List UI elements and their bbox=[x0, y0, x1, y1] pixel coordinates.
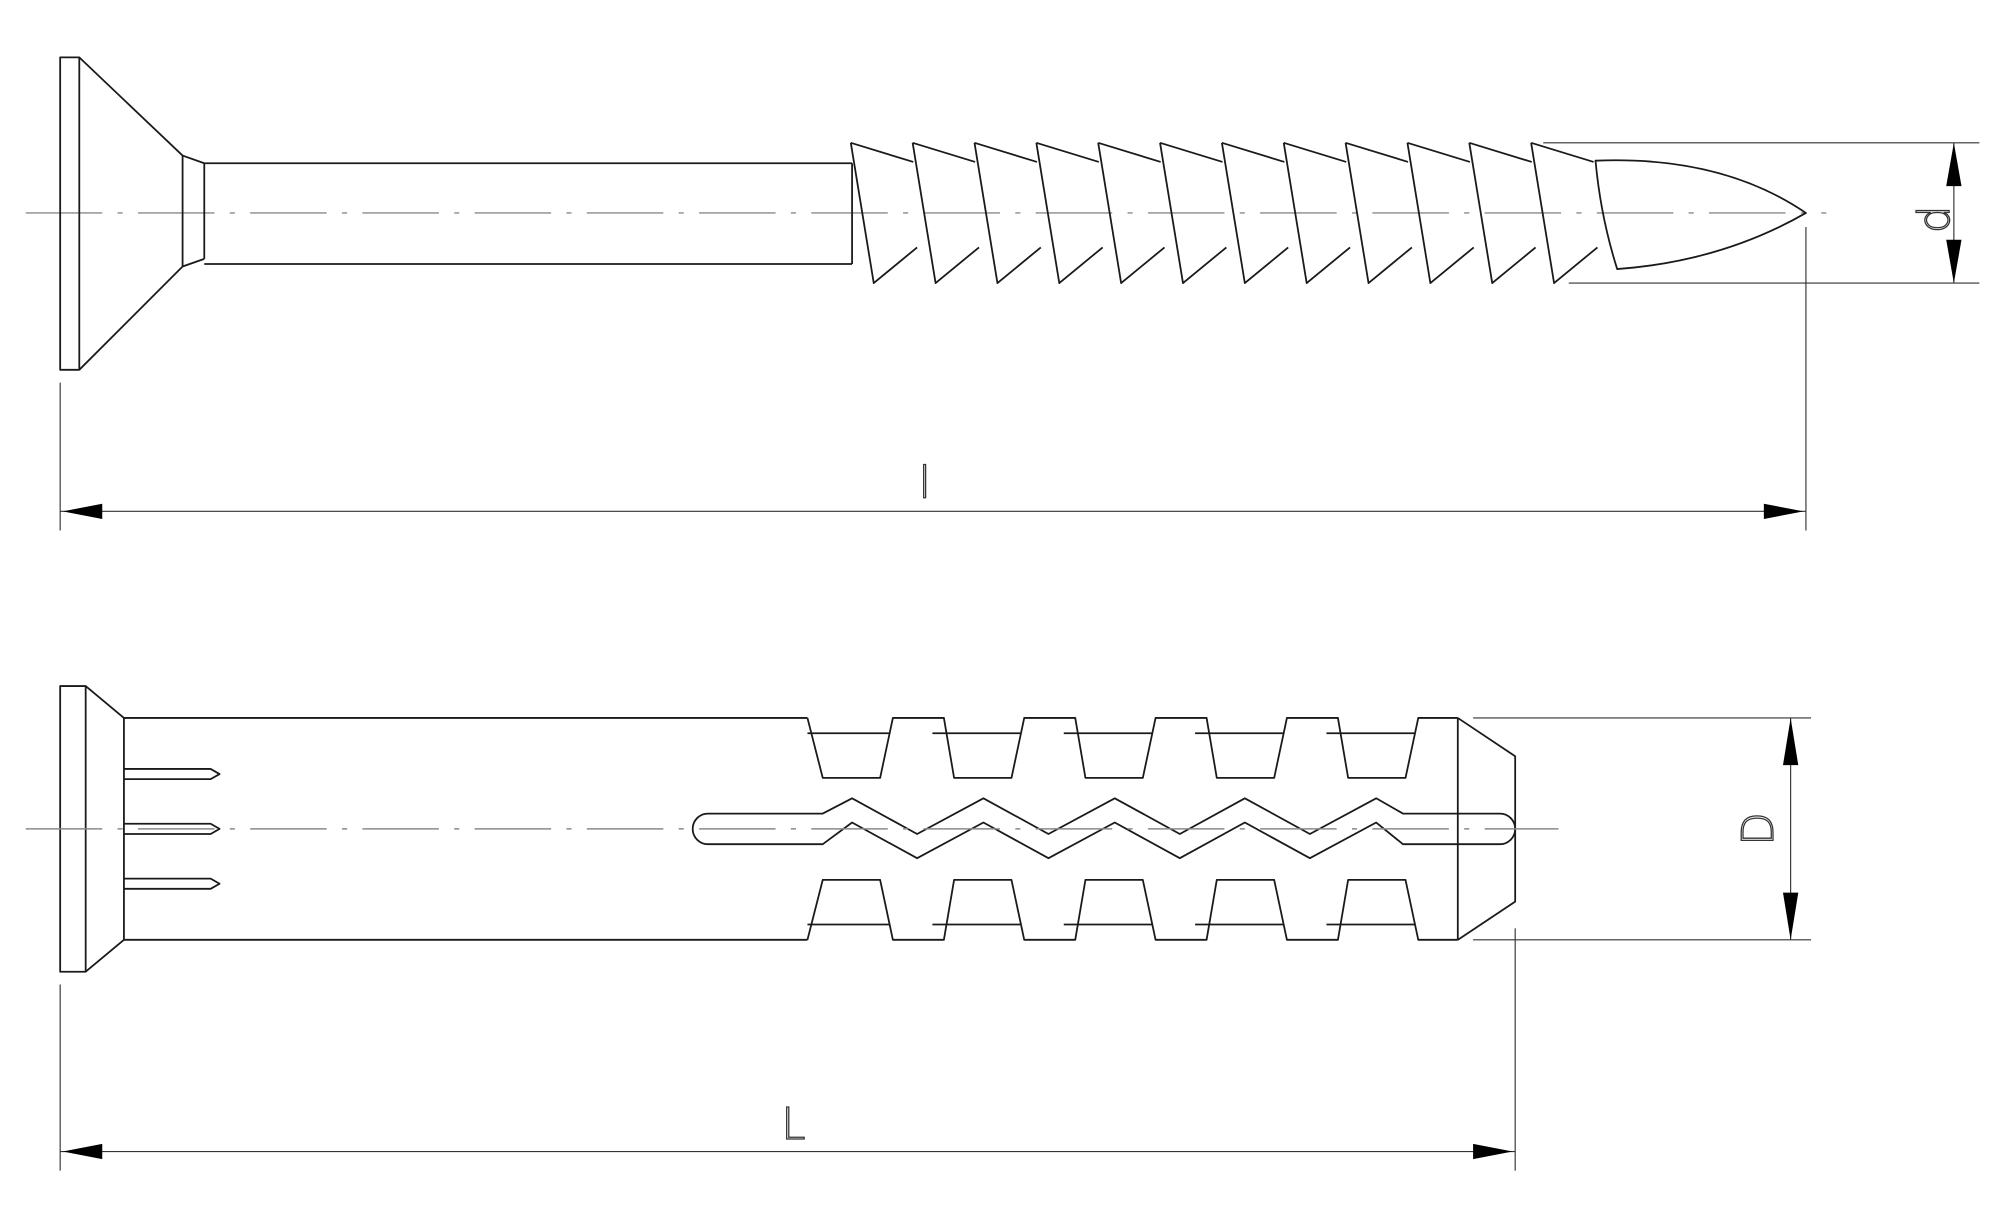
thread-tooth bbox=[911, 141, 980, 284]
thread-tooth bbox=[1468, 141, 1537, 284]
length-label-L: L bbox=[781, 1100, 805, 1150]
thread-tooth bbox=[1282, 141, 1351, 284]
arrowhead-right bbox=[1473, 1143, 1513, 1160]
screw-head-plate bbox=[59, 56, 81, 371]
dowel-body bbox=[123, 717, 808, 941]
expansion-slot-wave bbox=[691, 797, 1516, 860]
thread-tooth bbox=[1159, 141, 1227, 284]
diameter-label-D: D bbox=[1734, 812, 1784, 845]
length-label-l: l bbox=[919, 458, 931, 508]
thread-tooth bbox=[1097, 141, 1166, 284]
pin bbox=[123, 822, 221, 835]
arrowhead-down bbox=[1782, 892, 1799, 940]
screw-view: d l bbox=[25, 56, 1980, 531]
screw-shank bbox=[204, 162, 853, 265]
thread-tooth bbox=[1221, 141, 1289, 284]
thread-tooth bbox=[1035, 141, 1104, 284]
screw-threads bbox=[849, 141, 1599, 284]
rib-row-top bbox=[806, 717, 1458, 779]
thread-tooth bbox=[1530, 141, 1599, 284]
rib-row-bottom bbox=[806, 879, 1458, 941]
thread-tooth bbox=[849, 141, 918, 284]
arrowhead-up bbox=[1946, 142, 1962, 187]
thread-tooth bbox=[973, 141, 1042, 284]
pin bbox=[123, 877, 221, 890]
dowel-view: D L bbox=[25, 685, 1812, 1171]
arrowhead-left bbox=[62, 1143, 103, 1160]
anti-rotation-pins bbox=[123, 768, 221, 890]
arrowhead-down bbox=[1946, 239, 1962, 284]
pin bbox=[123, 768, 221, 781]
length-dimension-L: L bbox=[59, 928, 1516, 1171]
screw-tip bbox=[1594, 159, 1807, 270]
diameter-dimension-D: D bbox=[1473, 717, 1812, 941]
dowel-collar-taper bbox=[85, 685, 125, 973]
arrowhead-right bbox=[1763, 503, 1804, 520]
diameter-dimension-d: d bbox=[1543, 142, 1980, 284]
thread-tooth bbox=[1406, 141, 1475, 284]
arrowhead-left bbox=[62, 503, 103, 520]
diameter-label-d: d bbox=[1910, 206, 1960, 234]
dowel-ribs bbox=[806, 717, 1458, 941]
screw-head-cone bbox=[78, 56, 206, 371]
length-dimension-l: l bbox=[59, 226, 1807, 531]
thread-tooth bbox=[1344, 141, 1413, 284]
arrowhead-up bbox=[1782, 717, 1799, 766]
